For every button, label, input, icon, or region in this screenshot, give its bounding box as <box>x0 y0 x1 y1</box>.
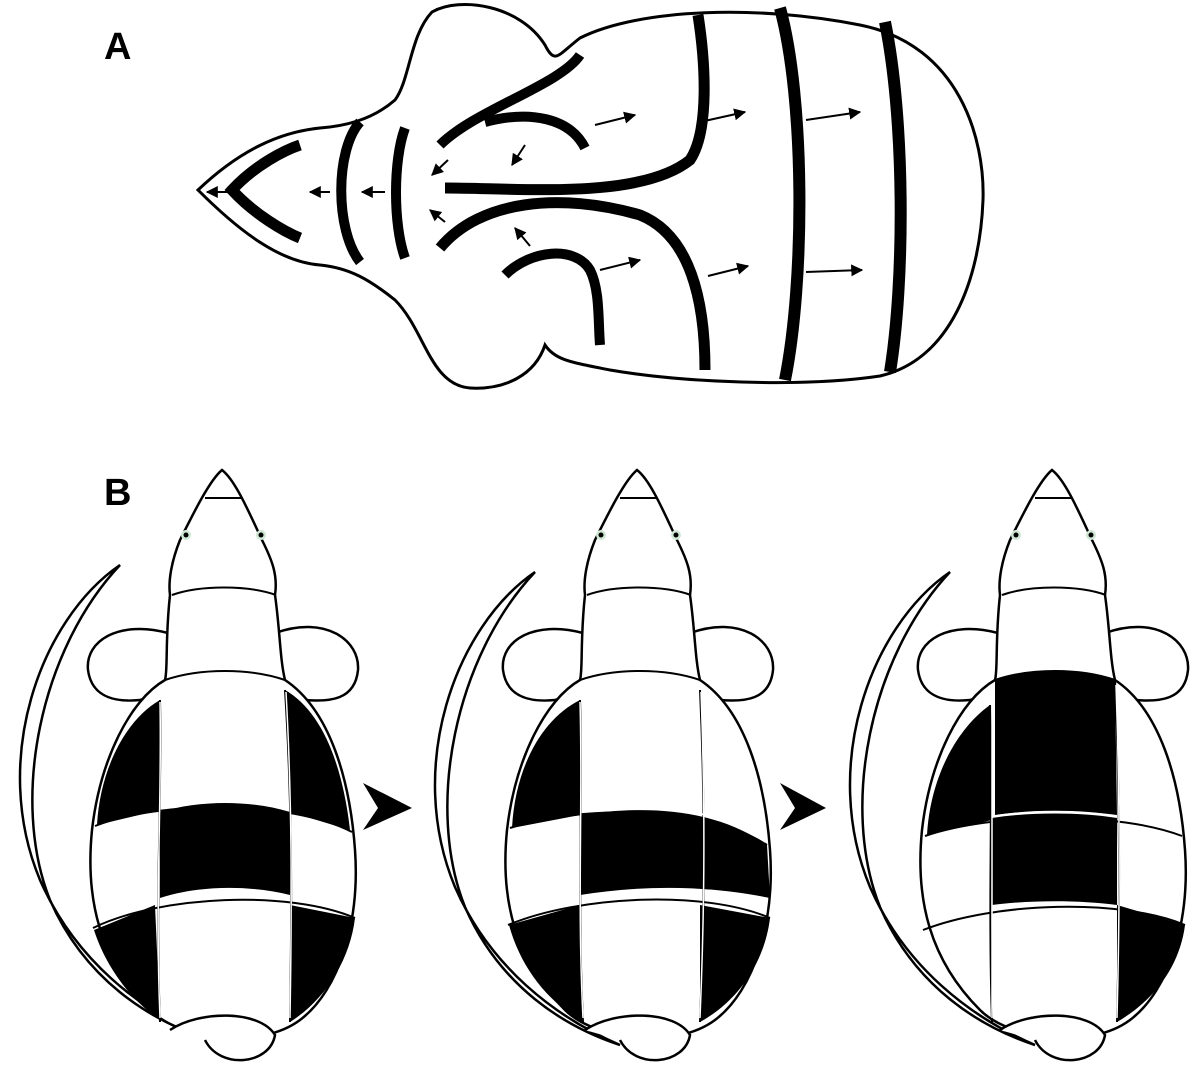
mouse-eye-icon <box>184 533 189 538</box>
patch-top-right <box>285 690 350 830</box>
mouse-eye-icon <box>599 533 604 538</box>
mouse-tail-base <box>170 1016 275 1061</box>
progression-arrowhead-2 <box>780 783 826 830</box>
patch-mid-center <box>160 803 290 898</box>
panel-a-body-outline <box>198 5 983 389</box>
mouse-eye-icon <box>674 533 679 538</box>
patch-bot-right <box>290 905 355 1022</box>
mouse-stage-1 <box>20 470 358 1060</box>
patch-bot-right <box>700 905 770 1022</box>
mouse-stage-2 <box>435 470 773 1060</box>
mouse-eye-icon <box>259 533 264 538</box>
panel-a-diagram <box>198 5 983 389</box>
progression-arrowhead-1 <box>363 783 412 830</box>
patch-bot-right <box>1117 905 1185 1022</box>
panel-b-diagram <box>20 470 1188 1060</box>
patch-top-block <box>995 671 1117 815</box>
mouse-eye-icon <box>1089 533 1094 538</box>
patch-mid-center <box>992 814 1117 906</box>
mouse-stage-3 <box>850 470 1188 1060</box>
mouse-eye-icon <box>1014 533 1019 538</box>
